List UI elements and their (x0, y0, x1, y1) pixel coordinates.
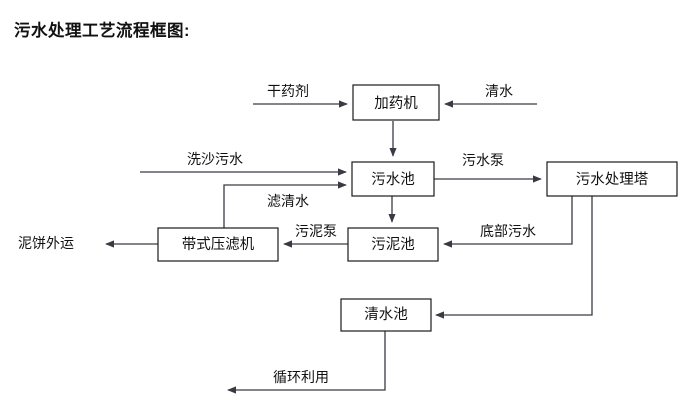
terminal-label-mud-cake-out: 泥饼外运 (18, 235, 74, 251)
edge-recycle-use: 循环利用 (227, 330, 386, 394)
node-dosing-machine-box[interactable] (352, 84, 440, 121)
edge-bottom-sewage-line (443, 196, 573, 248)
node-label-sludge-pool: 污泥池 (371, 236, 415, 253)
edge-label-recycle-use: 循环利用 (273, 369, 329, 385)
node-label-clean-water-pool: 清水池 (364, 306, 408, 323)
edge-label-filtrate-water: 滤清水 (267, 193, 309, 209)
node-wastewater-pool[interactable]: 污水池 (351, 161, 435, 197)
edge-sludge-pump: 污泥泵 (283, 223, 348, 248)
node-clean-water-pool-box[interactable] (340, 298, 432, 332)
node-sludge-pool-box[interactable] (347, 227, 439, 262)
edge-sand-wash-water: 洗沙污水 (140, 151, 347, 176)
node-belt-filter-press[interactable]: 带式压滤机 (157, 227, 279, 262)
edge-label-bottom-sewage: 底部污水 (480, 223, 536, 239)
node-sludge-pool[interactable]: 污泥池 (347, 227, 439, 262)
edge-dry-chemical: 干药剂 (253, 83, 348, 108)
edge-bottom-sewage: 底部污水 (443, 196, 573, 248)
node-clean-water-pool[interactable]: 清水池 (340, 298, 432, 332)
page-title: 污水处理工艺流程框图: (14, 22, 190, 40)
node-belt-filter-press-box[interactable] (157, 227, 279, 262)
node-label-treatment-tower: 污水处理塔 (576, 171, 649, 188)
edge-filtrate-water: 滤清水 (223, 181, 347, 228)
node-label-belt-filter-press: 带式压滤机 (182, 236, 255, 253)
node-label-dosing-machine: 加药机 (374, 95, 418, 112)
node-dosing-machine[interactable]: 加药机 (352, 84, 440, 121)
edge-sewage-pump: 污水泵 (434, 152, 542, 183)
edge-label-dry-chemical: 干药剂 (267, 83, 309, 99)
edge-label-sludge-pump: 污泥泵 (295, 223, 337, 239)
node-label-wastewater-pool: 污水池 (371, 171, 415, 188)
edge-tower-to-clean-water-pool-line (435, 196, 593, 319)
edge-clean-water: 清水 (444, 83, 537, 108)
edge-label-sewage-pump: 污水泵 (462, 152, 504, 168)
edge-filtrate-water-line (223, 181, 347, 228)
edge-label-clean-water: 清水 (485, 83, 513, 99)
edge-label-sand-wash-water: 洗沙污水 (187, 151, 243, 167)
node-treatment-tower[interactable]: 污水处理塔 (546, 161, 678, 197)
node-treatment-tower-box[interactable] (546, 161, 678, 197)
edge-tower-to-clean-water-pool (435, 196, 593, 319)
edge-recycle-use-line (227, 330, 386, 394)
node-wastewater-pool-box[interactable] (351, 161, 435, 197)
